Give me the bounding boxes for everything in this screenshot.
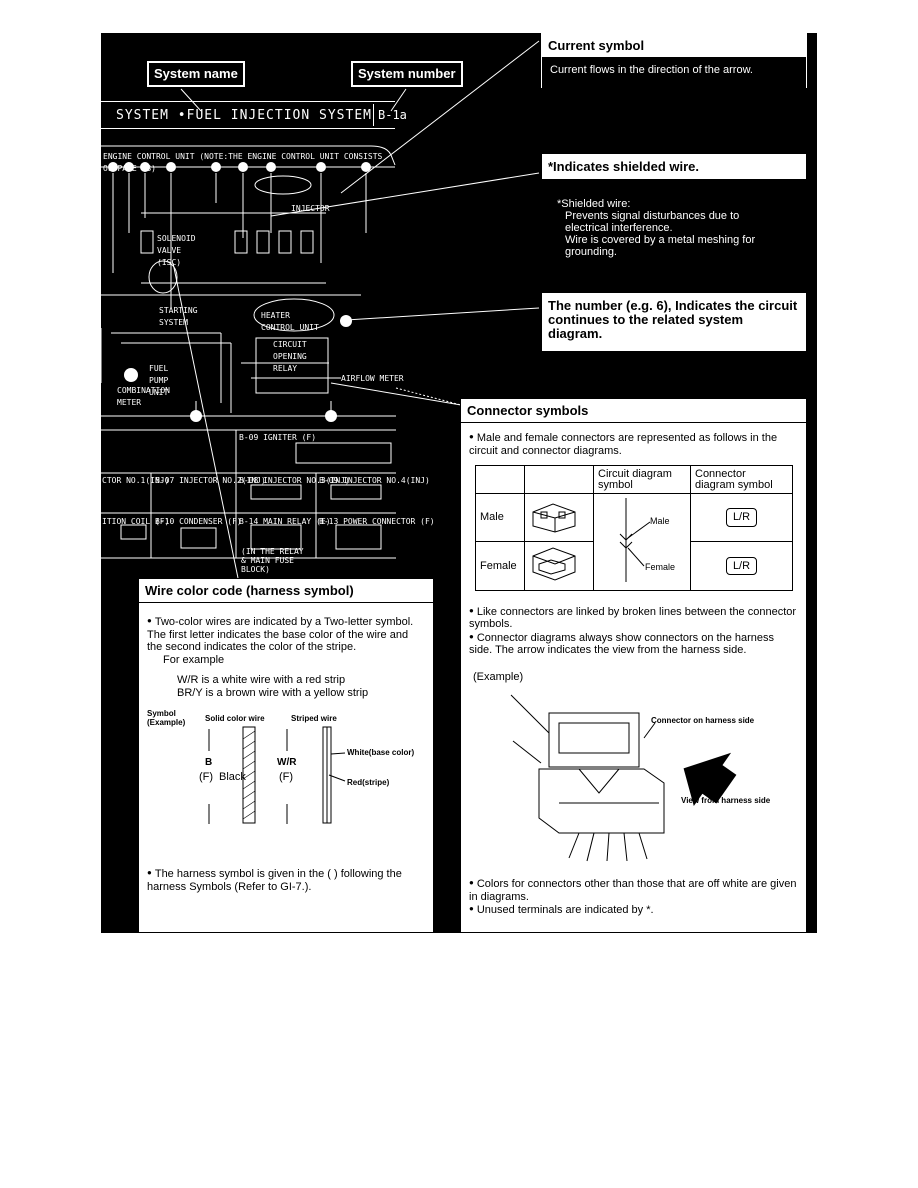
circuit-symbol-cell: Male Female — [593, 493, 691, 591]
current-symbol-title: Current symbol — [542, 34, 806, 58]
male-callout: Male — [650, 516, 670, 526]
schematic-drawing — [101, 40, 540, 579]
starting-system-label: STARTING SYSTEM — [159, 306, 198, 327]
inj1-label: CTOR NO.1(INJ) — [102, 476, 170, 485]
circuit-number-panel: The number (e.g. 6), Indicates the circu… — [541, 292, 807, 352]
striped-code: W/R — [277, 757, 297, 768]
male-image — [524, 492, 594, 543]
current-symbol-panel: Current symbol Current flows in the dire… — [541, 33, 807, 97]
row-male: Male — [475, 492, 525, 543]
shielded-wire-title: *Indicates shielded wire. — [548, 159, 699, 174]
connector-example-figure: Connector on harness side View from harn… — [469, 683, 798, 871]
power-connector-label: B-13 POWER CONNECTOR (F) — [319, 517, 435, 526]
connector-bullet-2: Connector diagrams always show connector… — [469, 631, 798, 657]
connector-bullet-4: Unused terminals are indicated by *. — [469, 903, 798, 917]
col-circuit: Circuit diagram symbol — [593, 465, 691, 494]
female-connector-icon — [532, 547, 576, 581]
circuit-relay-label: CIRCUIT OPENING RELAY — [273, 340, 307, 373]
injector-label: INJECTOR — [291, 204, 330, 213]
shielded-line-1: Prevents signal disturbances due to — [565, 210, 740, 222]
fuel-pump-label: FUEL PUMP UNIT — [149, 364, 169, 397]
symbol-example-label: Symbol (Example) — [147, 709, 186, 727]
circuit-symbol-icon: Male Female — [619, 498, 675, 582]
inj2-label: B-07 INJECTOR NO.2(INJ) — [155, 476, 266, 485]
shielded-heading: *Shielded wire: — [557, 198, 631, 210]
solid-code: B — [205, 757, 213, 768]
main-relay-label: B-14 MAIN RELAY (E) — [239, 517, 331, 526]
male-connector-symbol: L/R — [725, 508, 758, 527]
connector-table: Circuit diagram symbol Connector diagram… — [475, 465, 793, 591]
connector-example: (Example) — [473, 670, 524, 683]
shielded-wire-panel: *Indicates shielded wire. — [541, 153, 807, 180]
harness-side-label: Connector on harness side — [651, 716, 755, 725]
wire-symbol-figure: Symbol (Example) Solid color wire Stripe… — [147, 709, 425, 867]
wire-symbol-drawing — [208, 726, 346, 824]
striped-wire-label: Striped wire — [291, 714, 337, 723]
example-1: W/R is a white wire with a red strip — [177, 674, 346, 686]
connector-symbols-panel: Connector symbols Male and female connec… — [460, 398, 807, 933]
solenoid-label: SOLENOID VALVE (ISC) — [157, 234, 196, 267]
circuit-number-text: The number (e.g. 6), Indicates the circu… — [548, 298, 798, 341]
view-harness-label: View from harness side — [681, 796, 771, 805]
female-image — [524, 541, 594, 591]
solid-harness: (F) — [199, 771, 214, 783]
ignition-coil-label: ITION COIL (F) — [102, 517, 170, 526]
female-callout: Female — [645, 562, 675, 572]
shielded-line-4: grounding. — [565, 246, 617, 258]
shielded-line-2: electrical interference. — [565, 222, 673, 234]
system-number-label: System number — [351, 61, 463, 87]
solid-color-name: Black — [219, 771, 246, 783]
solid-wire-label: Solid color wire — [205, 714, 265, 723]
wire-color-panel: Wire color code (harness symbol) Two-col… — [138, 578, 434, 933]
shielded-line-3: Wire is covered by a metal meshing for — [565, 234, 756, 246]
female-symbol-cell: L/R — [690, 541, 793, 591]
wire-color-title: Wire color code (harness symbol) — [139, 579, 433, 603]
connector-symbols-title: Connector symbols — [461, 399, 806, 423]
igniter-label: B-09 IGNITER (F) — [239, 433, 317, 442]
condenser-label: B-10 CONDENSER (F) — [155, 517, 242, 526]
heater-control-label: HEATER CONTROL UNIT — [261, 311, 319, 332]
system-title: SYSTEM •FUEL INJECTION SYSTEM — [101, 101, 395, 129]
striped-harness: (F) — [279, 771, 294, 783]
stripe-color-label: Red(stripe) — [347, 778, 390, 787]
combination-meter-label: COMBINATION METER — [117, 386, 170, 407]
ecu-note: ENGINE CONTROL UNIT (NOTE:THE ENGINE CON… — [103, 152, 383, 173]
male-connector-icon — [532, 503, 576, 533]
female-connector-symbol: L/R — [725, 556, 758, 576]
connector-bullet-3: Colors for connectors other than those t… — [469, 877, 798, 903]
base-color-label: White(base color) — [347, 748, 415, 757]
male-symbol-cell: L/R — [690, 492, 793, 543]
connector-bullet-1: Like connectors are linked by broken lin… — [469, 605, 798, 631]
connector-intro: Male and female connectors are represent… — [469, 431, 798, 457]
connector-example-drawing — [510, 694, 737, 862]
inj4-label: B-09 INJECTOR NO.4(INJ) — [319, 476, 430, 485]
row-female: Female — [475, 541, 525, 591]
airflow-meter-label: AIRFLOW METER — [341, 374, 404, 383]
system-name-label: System name — [147, 61, 245, 87]
wiring-diagram-sheet: System name System number SYSTEM •FUEL I… — [101, 33, 817, 933]
current-symbol-text: Current flows in the direction of the ar… — [542, 58, 806, 97]
col-connector: Connector diagram symbol — [690, 465, 793, 494]
wire-color-bullet: Two-color wires are indicated by a Two-l… — [147, 615, 425, 654]
system-number: B-1a — [373, 104, 407, 126]
example-2: BR/Y is a brown wire with a yellow strip — [177, 686, 369, 699]
for-example: For example — [163, 653, 225, 666]
relay-box-note: (IN THE RELAY & MAIN FUSE BLOCK) — [241, 547, 304, 574]
wire-color-footer: The harness symbol is given in the ( ) f… — [147, 867, 425, 893]
inj3-label: B-08 INJECTOR NO.3(INJ) — [239, 476, 350, 485]
